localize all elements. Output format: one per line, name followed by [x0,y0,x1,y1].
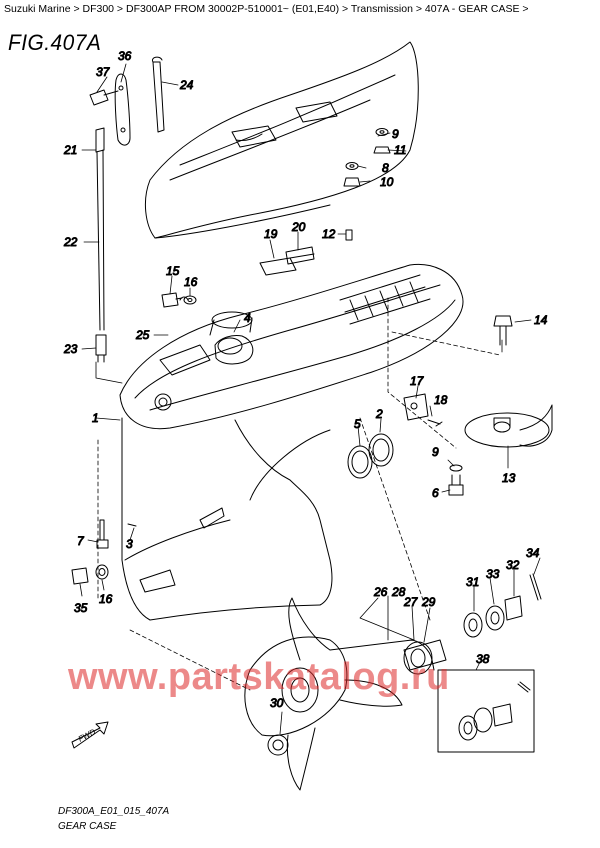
callout-16-lower[interactable]: 16 [99,592,114,607]
breadcrumb-separator: > [70,3,83,15]
callout-25[interactable]: 25 [135,328,151,343]
seals-2-5-drawing [347,433,394,479]
callout-28[interactable]: 28 [391,585,407,600]
fwd-arrow-icon: FWD [71,721,109,749]
callout-11[interactable]: 11 [394,143,407,158]
callout-17[interactable]: 17 [410,374,426,389]
callout-7[interactable]: 7 [77,534,86,549]
figure-code: DF300A_E01_015_407A [58,806,170,817]
watermark: www.partskatalog.ru [68,656,450,698]
bolt-7-drawing [96,519,137,549]
callout-19[interactable]: 19 [264,227,279,242]
callout-34[interactable]: 34 [526,546,541,561]
callout-32[interactable]: 32 [506,558,521,573]
callout-26[interactable]: 26 [373,585,389,600]
callout-9-lower[interactable]: 9 [432,445,440,460]
callout-30[interactable]: 30 [270,696,285,711]
callout-35[interactable]: 35 [74,601,89,616]
callout-12[interactable]: 12 [322,227,337,242]
breadcrumb-link-4[interactable]: 407A - GEAR CASE [424,3,520,15]
gear-case-drawing [119,263,464,621]
callout-29[interactable]: 29 [421,595,437,610]
callout-8[interactable]: 8 [382,161,390,176]
figure-title: FIG.407A [8,30,102,55]
breadcrumb-separator: > [114,3,126,15]
drain-screw-35-drawing [71,564,109,585]
fwd-arrow-label: FWD [77,727,98,744]
callout-22[interactable]: 22 [63,235,79,250]
bolt-14-drawing [493,315,513,346]
callout-labels: 1 2 3 4 5 6 7 8 9 9 10 11 12 13 14 15 16… [63,49,549,711]
callout-18[interactable]: 18 [434,393,449,408]
figure-caption: GEAR CASE [58,821,117,832]
callout-33[interactable]: 33 [486,567,501,582]
inset-38-drawing [437,669,535,753]
plug-15-16-drawing [161,292,197,308]
trim-tab-13-drawing [464,404,553,448]
breadcrumb-separator: > [412,3,425,15]
callout-23[interactable]: 23 [63,342,79,357]
propeller-drawing [244,597,447,791]
callout-1[interactable]: 1 [92,411,100,426]
breadcrumb-separator: > [519,3,529,15]
callout-3[interactable]: 3 [126,537,134,552]
callout-5[interactable]: 5 [354,417,362,432]
callout-4[interactable]: 4 [244,311,252,326]
callout-21[interactable]: 21 [63,143,78,158]
bolt-6-drawing [448,464,464,496]
breadcrumb: Suzuki Marine > DF300 > DF300AP FROM 300… [4,3,596,15]
callout-31[interactable]: 31 [466,575,480,590]
bracket-36-drawing [114,73,131,146]
callout-36[interactable]: 36 [118,49,133,64]
leader-lines [79,63,541,735]
callout-38[interactable]: 38 [476,652,491,667]
callout-6[interactable]: 6 [432,486,440,501]
callout-13[interactable]: 13 [502,471,517,486]
callout-14[interactable]: 14 [534,313,549,328]
callout-27[interactable]: 27 [403,595,420,610]
prop-nut-hardware-drawing [463,573,542,638]
callout-9-upper[interactable]: 9 [392,127,400,142]
strap-24-drawing [151,56,165,133]
bolt-37-drawing [89,89,119,106]
callout-2[interactable]: 2 [375,407,384,422]
breadcrumb-link-3[interactable]: Transmission [350,3,413,15]
callout-20[interactable]: 20 [291,220,307,235]
small-hardware-right-drawing [343,128,391,187]
breadcrumb-link-1[interactable]: DF300 [82,3,115,15]
anode-19-20-drawing [259,229,353,276]
breadcrumb-separator: > [339,3,351,15]
callout-24[interactable]: 24 [179,78,195,93]
callout-16-upper[interactable]: 16 [184,275,199,290]
callout-37[interactable]: 37 [96,65,112,80]
breadcrumb-link-0[interactable]: Suzuki Marine [4,3,71,15]
callout-15[interactable]: 15 [166,264,181,279]
shift-rod-drawing [95,127,107,363]
anode-17-18-drawing [403,393,443,427]
breadcrumb-link-2[interactable]: DF300AP FROM 30002P-510001~ (E01,E40) [125,3,340,15]
upper-cover-drawing [144,41,419,239]
callout-10[interactable]: 10 [380,175,395,190]
